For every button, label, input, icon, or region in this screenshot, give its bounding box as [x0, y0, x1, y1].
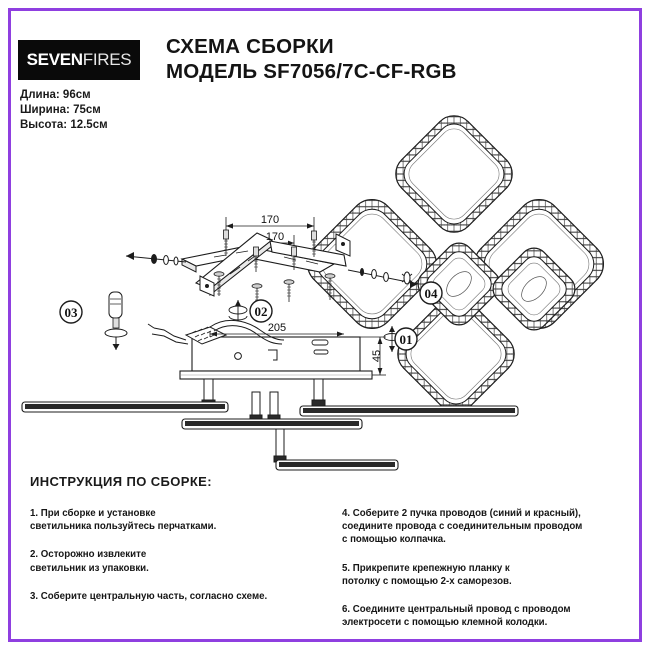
- instruction-step-2: 2. Осторожно извлеките светильник из упа…: [30, 549, 149, 574]
- callout-03: 03: [59, 300, 83, 324]
- callout-01-label: 01: [400, 332, 413, 347]
- instruction-step-1: 1. При сборке и установке светильника по…: [30, 508, 217, 533]
- standoff-posts: [201, 378, 326, 463]
- callout-03-label: 03: [65, 305, 79, 320]
- spec-length: Длина: 96см: [20, 89, 91, 101]
- lamp-shade-cluster: [306, 115, 605, 413]
- page-title: СХЕМА СБОРКИ МОДЕЛЬ SF7056/7C-CF-RGB: [166, 34, 636, 84]
- spec-width: Ширина: 75см: [20, 104, 101, 116]
- dimension-label-170-inner: 170: [266, 231, 284, 243]
- led-bar-right: [299, 405, 519, 417]
- led-bar-middle: [181, 418, 363, 430]
- brand-logo-text: SEVENFIRES: [27, 50, 132, 70]
- product-specs: Длина: 96см Ширина: 75см Высота: 12.5см: [20, 88, 150, 133]
- brand-logo-primary: SEVEN: [26, 50, 83, 69]
- right-pin-assembly: [347, 268, 419, 288]
- instruction-step-6: 6. Соедините центральный провод с провод…: [342, 604, 571, 629]
- led-bar-left: [21, 401, 229, 413]
- instruction-step-5: 5. Прикрепите крепежную планку к потолку…: [342, 562, 512, 587]
- callout-01: 01: [394, 327, 418, 351]
- instructions-columns: 1. При сборке и установке светильника по…: [30, 507, 626, 644]
- led-bar-bottom: [275, 459, 399, 471]
- dimension-label-45: 45: [371, 350, 383, 362]
- instructions-heading: ИНСТРУКЦИЯ ПО СБОРКЕ:: [30, 474, 212, 489]
- callout-04-label: 04: [425, 286, 439, 301]
- brand-logo: SEVENFIRES: [18, 40, 140, 80]
- dimension-205: [209, 331, 344, 337]
- title-line-2: МОДЕЛЬ SF7056/7C-CF-RGB: [166, 60, 457, 83]
- instructions-column-right: 4. Соберите 2 пучка проводов (синий и кр…: [336, 507, 626, 644]
- led-bar-assembly: [21, 378, 519, 471]
- spec-height: Высота: 12.5см: [20, 119, 108, 131]
- terminal-block-and-wires: [147, 319, 285, 345]
- left-pin-assembly: [125, 252, 187, 266]
- part-03-fixing: [104, 291, 128, 350]
- callout-04: 04: [419, 281, 443, 305]
- dimension-label-205: 205: [268, 322, 286, 334]
- brand-logo-secondary: FIRES: [82, 50, 132, 69]
- callout-02-label: 02: [255, 304, 268, 319]
- base-body-side-view: [179, 336, 373, 380]
- header: SEVENFIRES Длина: 96см Ширина: 75см Высо…: [18, 26, 632, 136]
- instruction-step-4: 4. Соберите 2 пучка проводов (синий и кр…: [342, 508, 583, 546]
- technical-drawing: 03 02 04 01 170 170 205 45: [14, 104, 636, 484]
- title-line-1: СХЕМА СБОРКИ: [166, 35, 334, 58]
- instructions-column-left: 1. При сборке и установке светильника по…: [30, 507, 314, 644]
- bracket-screws: [213, 229, 336, 310]
- dimension-45: [360, 336, 386, 376]
- instruction-step-3: 3. Соберите центральную часть, согласно …: [30, 590, 268, 602]
- instructions-section: ИНСТРУКЦИЯ ПО СБОРКЕ: 1. При сборке и ус…: [30, 474, 626, 644]
- rotation-symbol-02: [228, 300, 248, 321]
- callout-02: 02: [249, 299, 273, 323]
- dimension-label-170-outer: 170: [261, 214, 279, 226]
